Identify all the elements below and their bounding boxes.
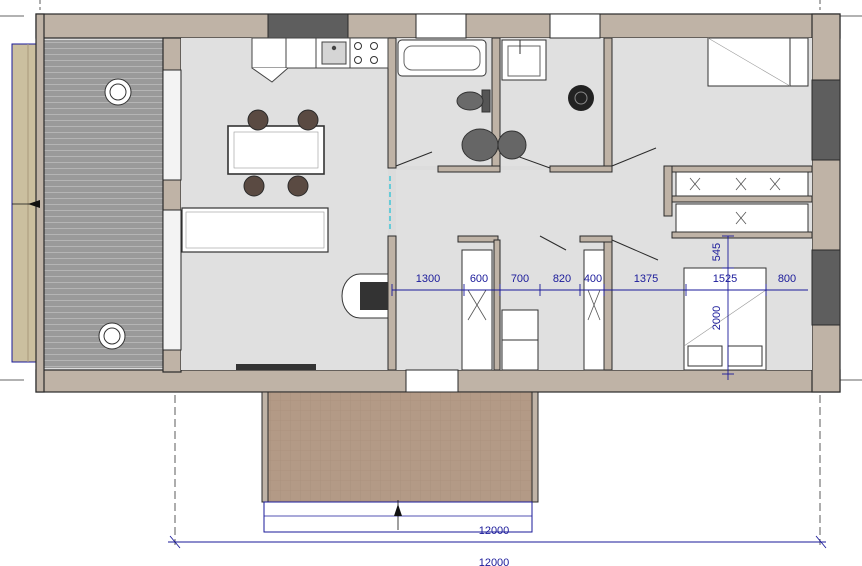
shower-room xyxy=(501,39,594,111)
toilet-icon xyxy=(456,89,491,113)
kitchen-counter xyxy=(251,37,389,83)
overall-dimension xyxy=(168,535,827,549)
dim-700: 700 xyxy=(511,273,529,285)
tv-stand xyxy=(236,364,316,370)
dim-1300: 1300 xyxy=(416,273,440,285)
table-icon xyxy=(227,125,325,175)
dim-400: 400 xyxy=(584,273,602,285)
dining-set xyxy=(227,109,325,197)
dim-overall-12000: 12000 xyxy=(479,557,510,566)
chair-icon xyxy=(243,109,319,197)
dim-545: 545 xyxy=(711,243,723,261)
dim-820: 820 xyxy=(553,273,571,285)
dim-600: 600 xyxy=(470,273,488,285)
stove-icon xyxy=(354,42,378,64)
grid-lines xyxy=(0,0,862,545)
dim-porch-12000: 12000 xyxy=(479,525,510,537)
dim-1525: 1525 xyxy=(713,273,737,285)
wardrobe-icon xyxy=(675,171,809,233)
windows xyxy=(162,13,841,393)
fireplace-icon xyxy=(341,273,389,319)
shower-drain-icon xyxy=(568,85,594,111)
bathroom-fixtures xyxy=(397,39,527,162)
dim-800: 800 xyxy=(778,273,796,285)
interior-walls xyxy=(387,37,813,371)
elevation-marker-icon xyxy=(12,200,402,530)
porch xyxy=(261,391,539,533)
closets xyxy=(461,249,605,371)
washbasin-icon xyxy=(461,128,527,162)
sofa-icon xyxy=(181,207,329,253)
chair-icon xyxy=(98,322,126,350)
sink-icon xyxy=(321,41,347,65)
chair-icon xyxy=(104,78,132,106)
terrace-chairs xyxy=(98,78,132,350)
bed-icon xyxy=(707,37,809,87)
dim-2000: 2000 xyxy=(711,306,723,330)
dim-1375: 1375 xyxy=(634,273,658,285)
bathtub-icon xyxy=(397,39,487,77)
dimension-chain xyxy=(391,235,808,380)
